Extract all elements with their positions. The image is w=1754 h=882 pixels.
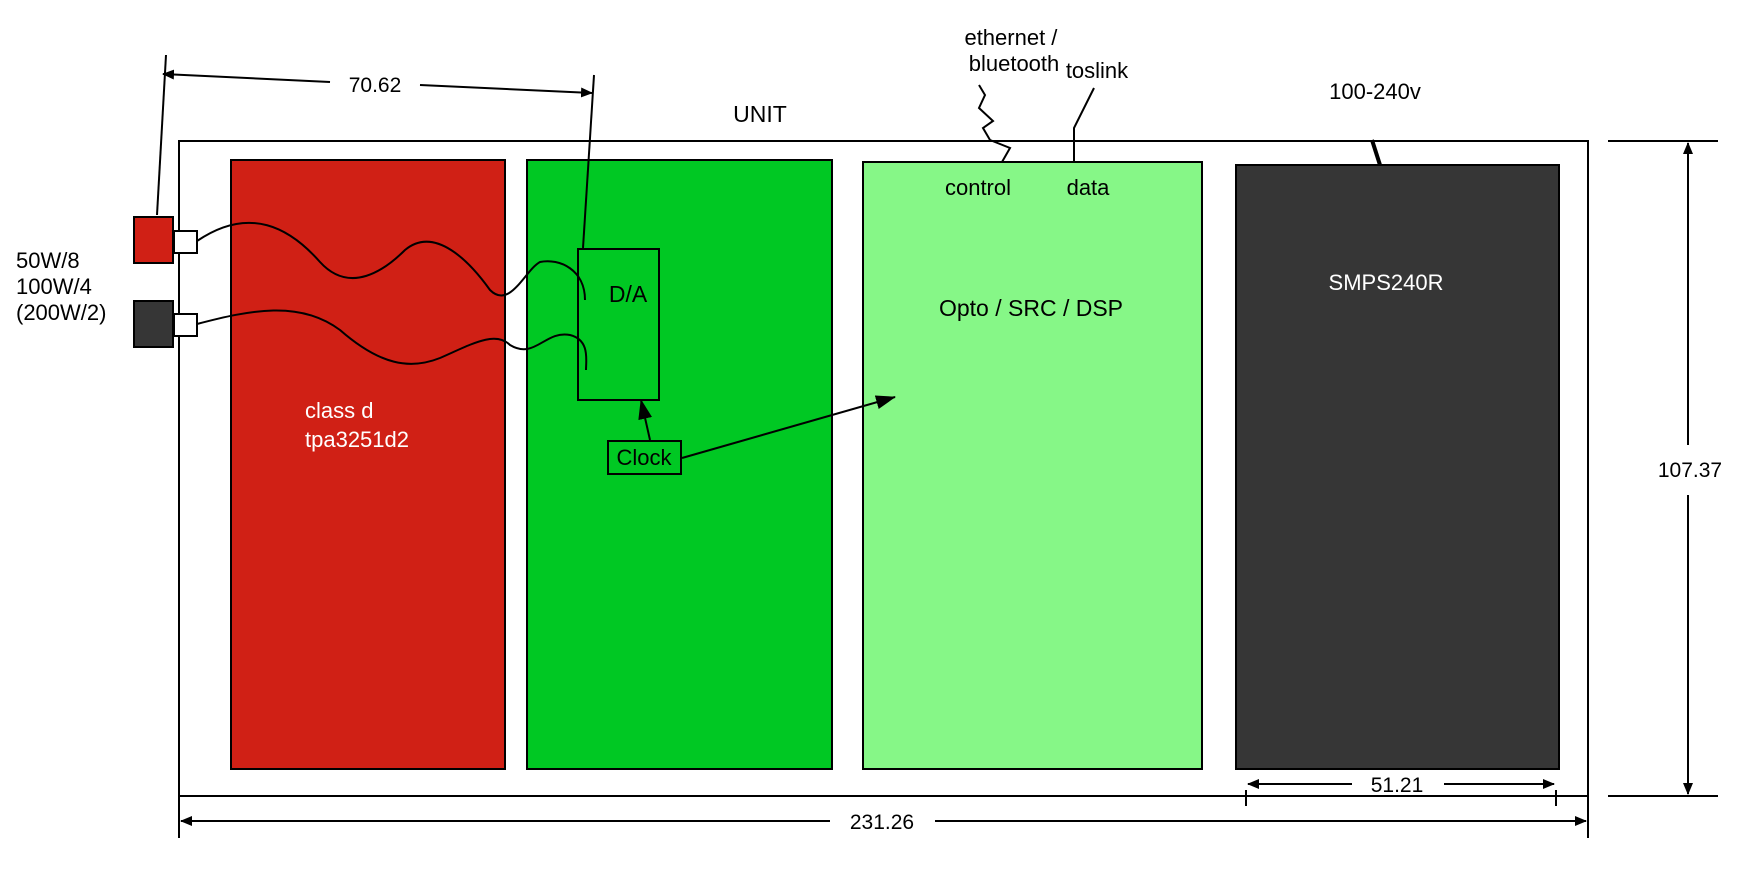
network-label: ethernet / bluetooth bbox=[964, 25, 1063, 76]
dim-height-label: 107.37 bbox=[1658, 459, 1722, 482]
da-block bbox=[577, 248, 660, 401]
unit-enclosure bbox=[178, 140, 1589, 797]
amp-label-line-1: class d bbox=[305, 398, 373, 423]
network-label-line-2: bluetooth bbox=[969, 51, 1060, 76]
mains-line bbox=[1370, 139, 1382, 166]
dim-70-extension-left bbox=[156, 54, 167, 216]
data-label: data bbox=[1067, 175, 1111, 200]
dim-70-extension-right bbox=[582, 74, 595, 249]
output-power-8ohm: 50W/8 bbox=[16, 248, 80, 273]
speaker-wire-positive bbox=[196, 221, 586, 301]
dsp-module bbox=[862, 161, 1203, 770]
network-squiggle bbox=[977, 84, 1012, 163]
amp-label: class d tpa3251d2 bbox=[305, 398, 409, 452]
output-power-label: 50W/8 100W/4 (200W/2) bbox=[16, 248, 106, 325]
output-power-4ohm: 100W/4 bbox=[16, 274, 92, 299]
amp-label-line-2: tpa3251d2 bbox=[305, 427, 409, 452]
output-power-2ohm: (200W/2) bbox=[16, 300, 106, 325]
dim-psu-label: 51.21 bbox=[1371, 774, 1424, 797]
dim-70-arrow-right bbox=[419, 84, 593, 98]
dim-70-label: 70.62 bbox=[349, 74, 402, 97]
da-label: D/A bbox=[609, 281, 648, 307]
speaker-wire-negative bbox=[196, 309, 588, 371]
clock-to-da-arrow bbox=[638, 399, 652, 441]
terminal-positive-plug bbox=[173, 230, 198, 254]
clock-to-dsp-arrow bbox=[681, 395, 896, 459]
psu-label: SMPS240R bbox=[1329, 270, 1444, 295]
unit-label: UNIT bbox=[733, 101, 787, 127]
terminal-negative bbox=[133, 300, 174, 348]
dac-module bbox=[526, 159, 833, 770]
terminal-positive bbox=[133, 216, 174, 264]
dim-width-label: 231.26 bbox=[850, 811, 914, 834]
dim-70-arrow-left bbox=[162, 69, 331, 83]
amp-module bbox=[230, 159, 506, 770]
clock-block bbox=[607, 440, 682, 475]
toslink-label: toslink bbox=[1066, 58, 1129, 83]
control-label: control bbox=[945, 175, 1011, 200]
network-label-line-1: ethernet / bbox=[964, 25, 1058, 50]
toslink-line bbox=[1073, 87, 1095, 162]
clock-label: Clock bbox=[616, 445, 672, 470]
dsp-label: Opto / SRC / DSP bbox=[939, 295, 1123, 321]
terminal-negative-plug bbox=[173, 313, 198, 337]
psu-module bbox=[1235, 164, 1560, 770]
mains-label: 100-240v bbox=[1329, 79, 1421, 104]
